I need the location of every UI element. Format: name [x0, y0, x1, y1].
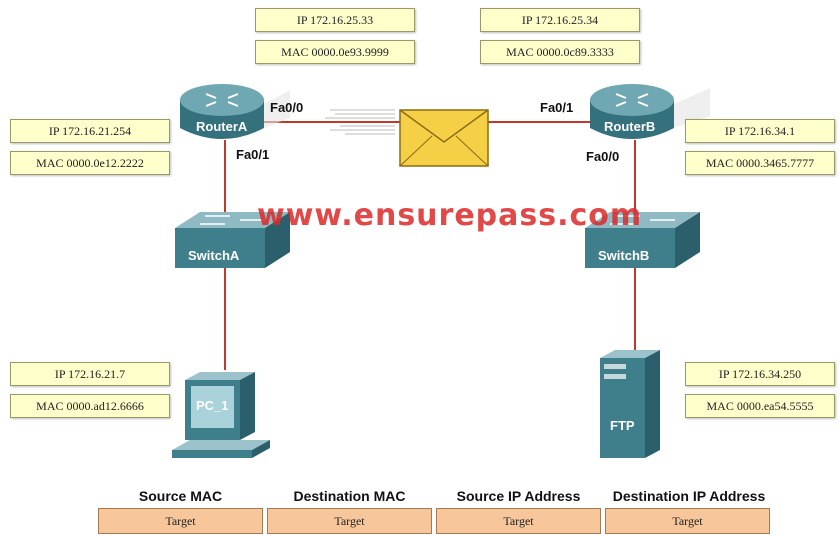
pc-icon: [172, 372, 270, 458]
routerB-fa00-mac: MAC 0000.3465.7777: [685, 151, 835, 175]
routerA-fa01-ip: IP 172.16.21.254: [10, 119, 170, 143]
routerB-label: RouterB: [604, 119, 656, 134]
routerA-fa01-label: Fa0/1: [236, 147, 270, 162]
target-source-ip[interactable]: Target: [436, 508, 601, 534]
routerA-fa00-ip: IP 172.16.25.33: [255, 8, 415, 32]
routerA-icon: [180, 84, 290, 139]
routerA-label: RouterA: [196, 119, 248, 134]
target-heading-source-ip: Source IP Address: [456, 488, 581, 504]
target-source-mac[interactable]: Target: [98, 508, 263, 534]
switchA-label: SwitchA: [188, 248, 240, 263]
ftp-label: FTP: [610, 418, 635, 433]
switchB-label: SwitchB: [598, 248, 650, 263]
routerB-fa01-ip: IP 172.16.25.34: [480, 8, 640, 32]
ftp-ip: IP 172.16.34.250: [685, 362, 835, 386]
ftp-mac: MAC 0000.ea54.5555: [685, 394, 835, 418]
motion-lines-icon: [325, 109, 395, 135]
watermark: www.ensurepass.com: [257, 198, 643, 233]
target-heading-source-mac: Source MAC: [138, 488, 223, 504]
target-heading-destination-mac: Destination MAC: [293, 488, 406, 504]
target-destination-ip[interactable]: Target: [605, 508, 770, 534]
pc-ip: IP 172.16.21.7: [10, 362, 170, 386]
pc-label: PC_1: [196, 398, 229, 413]
pc-mac: MAC 0000.ad12.6666: [10, 394, 170, 418]
target-heading-destination-ip: Destination IP Address: [612, 488, 766, 504]
routerA-fa01-mac: MAC 0000.0e12.2222: [10, 151, 170, 175]
envelope-icon: [399, 109, 489, 167]
routerB-fa01-mac: MAC 0000.0c89.3333: [480, 40, 640, 64]
routerA-fa00-mac: MAC 0000.0e93.9999: [255, 40, 415, 64]
routerA-fa00-label: Fa0/0: [270, 100, 304, 115]
routerB-fa00-label: Fa0/0: [586, 149, 620, 164]
ftp-server-icon: [600, 350, 660, 458]
switchA-icon: [175, 212, 290, 268]
routerB-fa01-label: Fa0/1: [540, 100, 574, 115]
target-destination-mac[interactable]: Target: [267, 508, 432, 534]
routerB-icon: [590, 84, 710, 139]
switchB-icon: [585, 212, 700, 268]
routerB-fa00-ip: IP 172.16.34.1: [685, 119, 835, 143]
